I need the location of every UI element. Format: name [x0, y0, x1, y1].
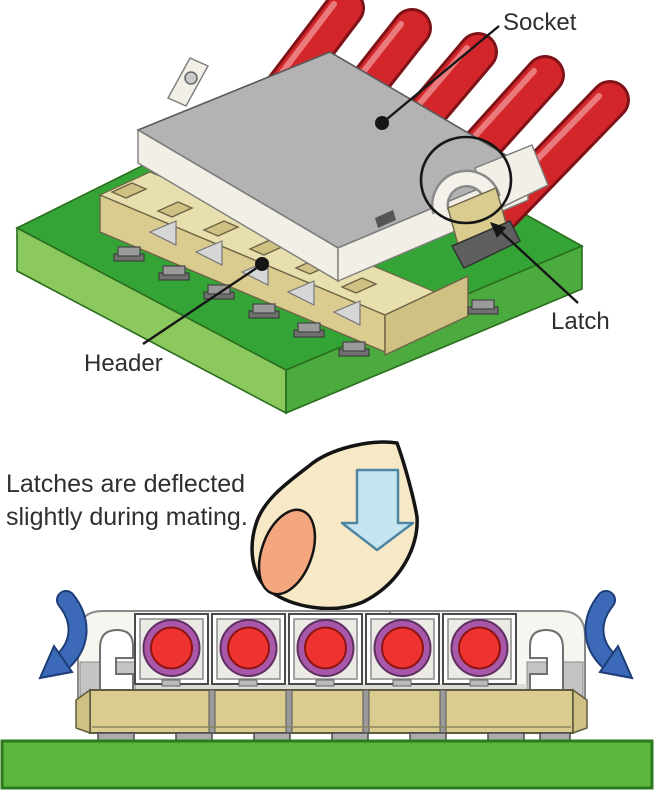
socket-leader-dot	[375, 116, 389, 130]
socket-leader-line	[386, 25, 500, 120]
socket-label: Socket	[503, 9, 577, 36]
annotations: Socket Latch Header	[84, 9, 610, 377]
caption-line-1: Latches are deflected	[6, 470, 245, 498]
fingernail	[257, 508, 317, 596]
top-diagram: Socket Latch Header	[15, 0, 630, 415]
socket-slot	[375, 210, 396, 228]
header-leader-dot	[255, 257, 269, 271]
contact-cell	[442, 613, 517, 687]
pcb-section-bar	[0, 739, 654, 790]
connector-cross-section	[75, 610, 588, 742]
latch-arch	[431, 169, 501, 215]
caption-line-2: slightly during mating.	[6, 503, 248, 531]
header-section	[75, 688, 588, 735]
header-leader-line	[142, 266, 259, 345]
latch-label: Latch	[551, 308, 610, 335]
contact-cell	[134, 613, 209, 687]
latch-hook-right	[529, 628, 564, 701]
header-label: Header	[84, 350, 163, 377]
header-right-face	[384, 274, 469, 357]
header-body	[98, 171, 499, 357]
latch-hook-left	[99, 628, 134, 701]
header-feet	[113, 246, 499, 357]
deflect-arrow-right-icon	[584, 590, 634, 680]
socket-tab-hole	[184, 71, 198, 85]
latch-leader-arrowhead	[490, 222, 507, 238]
press-down-arrow-icon	[340, 468, 415, 552]
bottom-diagram: Latches are deflected slightly during ma…	[0, 440, 654, 790]
deflect-arrow-left-icon	[38, 590, 88, 680]
contact-cells	[134, 613, 517, 687]
finger-press	[250, 440, 419, 611]
latch-callout-circle	[419, 135, 513, 225]
contact-cell	[211, 613, 286, 687]
caption: Latches are deflected slightly during ma…	[6, 470, 248, 531]
contact-cell	[365, 613, 440, 687]
contact-cell	[288, 613, 363, 687]
latch-leader-line	[499, 230, 579, 304]
